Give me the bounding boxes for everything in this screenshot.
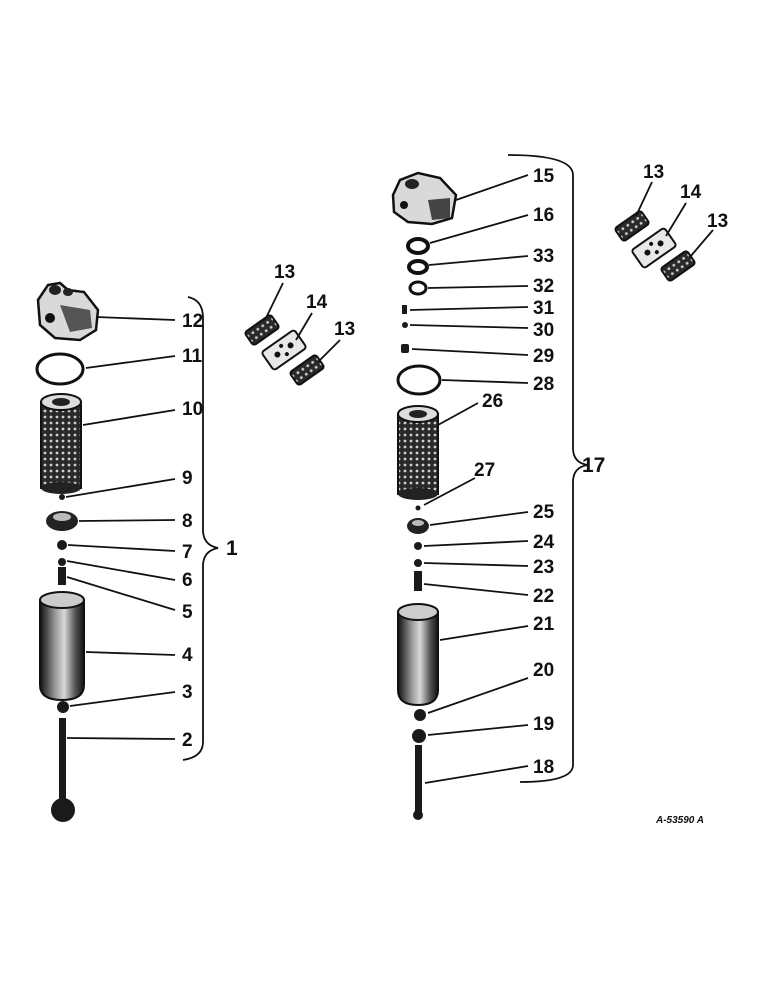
callout-13d: 13	[707, 211, 728, 232]
ball-part	[402, 322, 408, 328]
washer-part	[57, 540, 67, 550]
callout-25: 25	[533, 502, 555, 523]
bowl-part	[397, 603, 439, 707]
bowl-part	[39, 591, 85, 702]
callout-20: 20	[533, 660, 554, 681]
callout-4: 4	[182, 645, 193, 666]
callout-31: 31	[533, 298, 555, 319]
callout-7: 7	[182, 542, 193, 563]
callout-14b: 14	[680, 182, 702, 203]
callout-14a: 14	[306, 292, 328, 313]
callout-27: 27	[474, 460, 495, 481]
callout-30: 30	[533, 320, 554, 341]
center-bolt-part	[413, 745, 423, 820]
callout-33: 33	[533, 246, 554, 267]
callout-3: 3	[182, 682, 193, 703]
gasket-plate-part	[614, 210, 650, 242]
callout-5: 5	[182, 602, 193, 623]
filter-element-part	[397, 405, 439, 500]
callout-11: 11	[182, 346, 203, 367]
spring-part	[58, 567, 66, 585]
washer-part	[412, 729, 426, 743]
callout-6: 6	[182, 570, 193, 591]
callout-29: 29	[533, 346, 554, 367]
spring-part	[401, 344, 409, 353]
gasket-part	[57, 701, 69, 713]
gasket-part	[414, 709, 426, 721]
callout-8: 8	[182, 511, 193, 532]
filter-head-part	[391, 171, 458, 226]
bracket-17	[507, 154, 589, 783]
callout-12: 12	[182, 311, 203, 332]
callout-32: 32	[533, 276, 554, 297]
callout-9: 9	[182, 468, 193, 489]
o-ring-part	[408, 280, 428, 296]
assembly-number-17: 17	[582, 454, 605, 477]
gasket-group-left: 13 14 13	[244, 262, 355, 386]
assembly-number-1: 1	[226, 537, 238, 560]
nut-part	[414, 559, 422, 567]
adapter-plate-part	[261, 329, 307, 371]
callout-16: 16	[533, 205, 554, 226]
adapter-plate-part	[631, 227, 677, 269]
ball-part	[415, 505, 421, 511]
spring-part	[414, 571, 422, 591]
gasket-plate-part	[244, 314, 280, 346]
callout-28: 28	[533, 374, 554, 395]
left-filter-assembly	[35, 281, 219, 822]
o-ring-part	[407, 259, 429, 275]
gasket-group-right: 13 14 13	[614, 162, 728, 282]
gasket-plate-part	[289, 354, 325, 386]
leader-lines-right	[409, 174, 529, 784]
o-ring-part	[35, 352, 85, 386]
bracket-1	[182, 296, 219, 761]
leader-lines-left	[65, 316, 176, 740]
callout-26: 26	[482, 391, 503, 412]
seat-part	[46, 511, 78, 531]
callouts-right: 15 16 33 32 31 30 29 28 26 27 25 24 23 2…	[474, 166, 605, 778]
callout-19: 19	[533, 714, 554, 735]
center-bolt-part	[51, 718, 75, 822]
filter-element-part	[40, 393, 82, 494]
gasket-plate-part	[660, 250, 696, 282]
callout-2: 2	[182, 730, 193, 751]
callout-13b: 13	[334, 319, 355, 340]
right-filter-assembly	[391, 154, 589, 820]
callout-13c: 13	[643, 162, 664, 183]
callout-24: 24	[533, 532, 555, 553]
o-ring-part	[406, 237, 430, 255]
callout-23: 23	[533, 557, 554, 578]
drawing-number: A-53590 A	[655, 815, 704, 826]
callout-21: 21	[533, 614, 555, 635]
filter-head-part	[36, 281, 100, 342]
callouts-left: 12 11 10 9 8 7 6 5 4 3 2 1	[182, 311, 238, 751]
o-ring-part	[396, 364, 442, 396]
seat-part	[407, 518, 429, 534]
callout-22: 22	[533, 586, 554, 607]
callout-13a: 13	[274, 262, 295, 283]
callout-15: 15	[533, 166, 555, 187]
callout-18: 18	[533, 757, 554, 778]
ball-part	[59, 494, 65, 500]
callout-10: 10	[182, 399, 203, 420]
pin-part	[402, 305, 407, 314]
nut-part	[58, 558, 66, 566]
washer-part	[414, 542, 422, 550]
